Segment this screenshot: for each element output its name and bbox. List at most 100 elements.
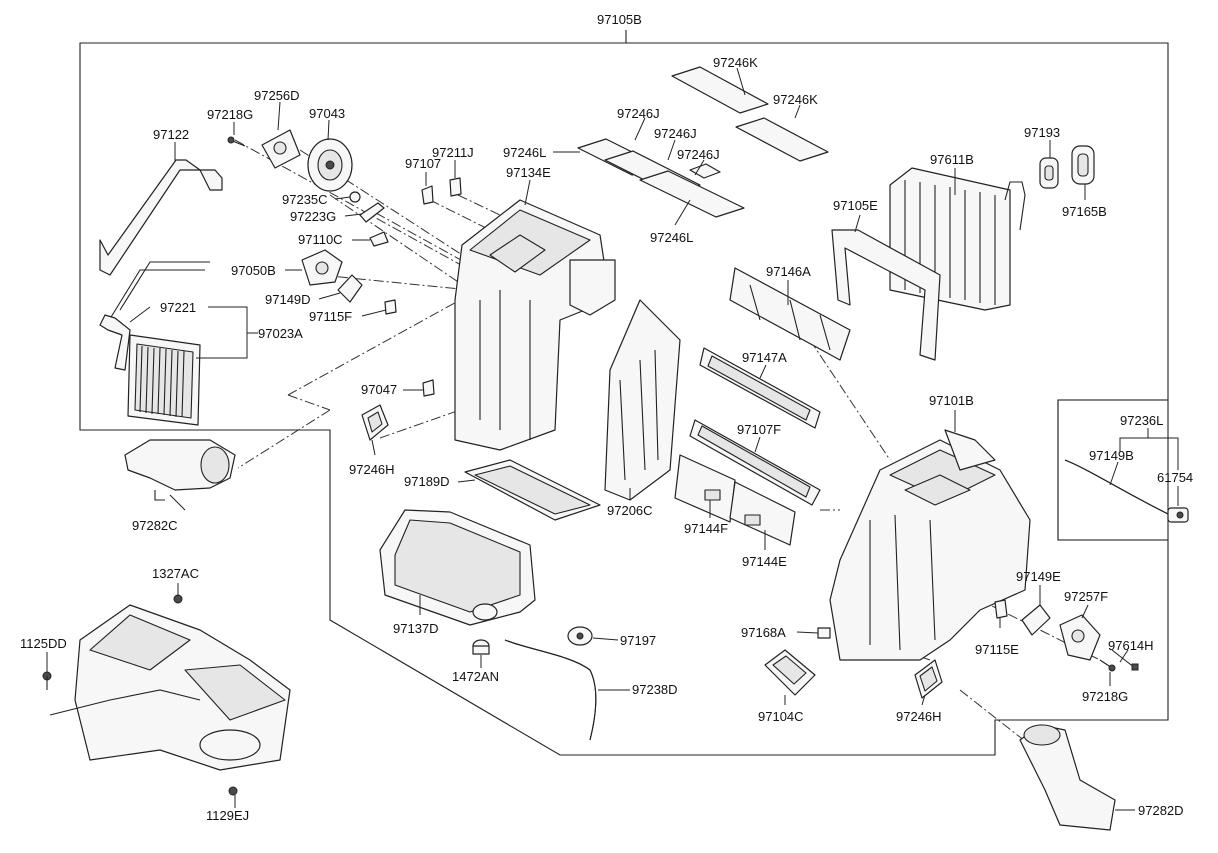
label-97149e: 97149E	[1016, 569, 1061, 584]
sensor-754-icon	[1167, 507, 1189, 523]
filter-set	[577, 66, 829, 218]
clip-211j-icon	[449, 177, 462, 197]
label-97238d: 97238D	[632, 682, 678, 697]
door-107f-icon	[689, 419, 821, 506]
label-97246l-2: 97246L	[650, 230, 693, 245]
sensor-h-icon	[1111, 649, 1139, 671]
label-97614h: 97614H	[1108, 638, 1154, 653]
label-97137d: 97137D	[393, 621, 439, 636]
group-236l-leaders	[1109, 428, 1179, 506]
label-97146a: 97146A	[766, 264, 811, 279]
upper-case-icon	[454, 199, 616, 451]
seal-193-icon	[1039, 157, 1059, 189]
label-97144f: 97144F	[684, 521, 728, 536]
label-97257f: 97257F	[1064, 589, 1108, 604]
cam-d-icon	[337, 274, 363, 303]
label-97256d: 97256D	[254, 88, 300, 103]
label-97107f: 97107F	[737, 422, 781, 437]
label-97218g-2: 97218G	[1082, 689, 1128, 704]
grommet-197-icon	[567, 626, 593, 646]
door-146a-icon	[729, 267, 851, 361]
label-97246j-1: 97246J	[617, 106, 660, 121]
door-144e-icon	[729, 481, 796, 546]
screw-g2-icon	[1099, 659, 1116, 672]
grommet-c-icon	[349, 191, 361, 203]
label-97023a: 97023A	[258, 326, 303, 341]
label-1472an: 1472AN	[452, 669, 499, 684]
part-labels: 97105B 97246K 97246K 97246J 97246J 97246…	[20, 12, 1193, 823]
label-97104c: 97104C	[758, 709, 804, 724]
actuator-f-icon	[1059, 614, 1101, 661]
label-97206c: 97206C	[607, 503, 653, 518]
label-97147a: 97147A	[742, 350, 787, 365]
hose-149b-icon	[1064, 459, 1171, 516]
label-97189d: 97189D	[404, 474, 450, 489]
door-206c-icon	[604, 299, 681, 501]
label-97115e: 97115E	[975, 642, 1019, 657]
label-97246l-1: 97246L	[503, 145, 546, 160]
blower-motor-icon	[307, 138, 353, 192]
label-97218g-1: 97218G	[207, 107, 253, 122]
label-97122: 97122	[153, 127, 189, 142]
label-97149b: 97149B	[1089, 448, 1134, 463]
door-147a-icon	[699, 347, 821, 429]
screw-g1-icon	[227, 136, 246, 147]
heater-pipes	[99, 159, 223, 426]
door-144f-icon	[674, 454, 736, 523]
link-c-icon	[369, 231, 389, 247]
label-97193: 97193	[1024, 125, 1060, 140]
label-97107: 97107	[405, 156, 441, 171]
label-97611b: 97611B	[930, 152, 974, 167]
assembly-boundary	[79, 30, 1169, 756]
label-97246j-2: 97246J	[654, 126, 697, 141]
right-case-icon	[829, 429, 1031, 661]
lever-g-icon	[359, 202, 385, 223]
label-1129ej: 1129EJ	[206, 808, 249, 823]
label-97282d: 97282D	[1138, 803, 1184, 818]
label-97246k-2: 97246K	[773, 92, 818, 107]
clip-168a-icon	[817, 627, 831, 639]
heater-core-icon	[127, 334, 201, 426]
tray-189d-icon	[464, 459, 601, 521]
duct-c-icon	[124, 439, 236, 501]
clip-f1-icon	[384, 299, 397, 315]
label-97168a: 97168A	[741, 625, 786, 640]
hvac-assembly-icon	[42, 594, 291, 796]
label-97105e: 97105E	[833, 198, 878, 213]
evaporator-icon	[889, 167, 1026, 311]
label-97223g: 97223G	[290, 209, 336, 224]
drain-hose-icon	[504, 639, 597, 741]
actuator-b-icon	[301, 249, 343, 286]
label-97050b: 97050B	[231, 263, 276, 278]
actuator-d-icon	[261, 129, 301, 169]
seal-h1-icon	[361, 404, 389, 441]
label-97047: 97047	[361, 382, 397, 397]
label-97246k-1: 97246K	[713, 55, 758, 70]
label-97211j: 97211J	[432, 145, 474, 160]
seal-105e-icon	[831, 229, 941, 361]
label-97110c: 97110C	[298, 232, 343, 247]
label-97134e: 97134E	[506, 165, 551, 180]
clip-047-icon	[422, 379, 435, 397]
label-97197: 97197	[620, 633, 656, 648]
label-97246j-3: 97246J	[677, 147, 720, 162]
cam-e-icon	[1021, 604, 1051, 636]
label-97236l: 97236L	[1120, 413, 1163, 428]
label-97282c: 97282C	[132, 518, 178, 533]
label-1327ac: 1327AC	[152, 566, 199, 581]
label-61754: 61754	[1157, 470, 1193, 485]
label-97149d: 97149D	[265, 292, 311, 307]
label-97246h-2: 97246H	[896, 709, 942, 724]
label-97144e: 97144E	[742, 554, 787, 569]
label-97235c: 97235C	[282, 192, 328, 207]
lower-case-icon	[379, 509, 536, 626]
clip-e-icon	[994, 599, 1008, 619]
seal-165b-icon	[1071, 145, 1095, 185]
leader-lines	[46, 67, 1135, 811]
label-97246h-1: 97246H	[349, 462, 395, 477]
label-1125dd: 1125DD	[20, 636, 67, 651]
seal-104c-icon	[764, 649, 816, 696]
label-97165b: 97165B	[1062, 204, 1107, 219]
label-97115f: 97115F	[309, 309, 352, 324]
